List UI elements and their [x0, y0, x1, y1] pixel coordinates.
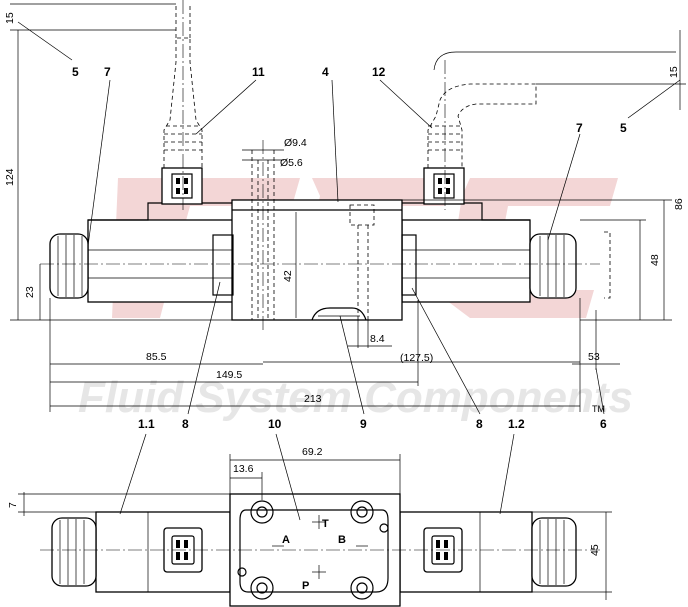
dim-53: 53 [588, 351, 600, 363]
solenoid-left-body [87, 219, 234, 303]
dim-13-6: 13.6 [233, 463, 254, 475]
dim-42: 42 [282, 270, 294, 282]
side-view-callouts: 5 7 11 4 12 5 7 8 9 8 6 [17, 21, 681, 431]
dim-213: 213 [304, 393, 322, 405]
mount-hole-br [350, 576, 374, 600]
port-face [239, 509, 389, 593]
callout-1-1: 1.1 [138, 417, 155, 431]
callout-5-right: 5 [620, 121, 627, 135]
mount-hole-bl [250, 576, 274, 600]
dim-48: 48 [649, 254, 661, 266]
manual-override-1-1[interactable] [51, 517, 97, 587]
manual-override-right[interactable] [529, 233, 577, 299]
top-view-dimensions: 69.2 13.6 7 45 [7, 446, 612, 600]
callout-6: 6 [600, 417, 607, 431]
manual-override-left[interactable] [49, 233, 89, 299]
side-view-dimensions: 124 15 23 Ø9.4 Ø5.6 42 8.4 (127.5) 85.5 … [4, 3, 686, 412]
solenoid-1-2 [399, 511, 533, 593]
callout-5-left: 5 [72, 65, 79, 79]
nut-right [401, 234, 417, 296]
callout-9: 9 [360, 417, 367, 431]
port-P: P [302, 580, 309, 592]
dim-23: 23 [24, 286, 36, 298]
dim-45: 45 [589, 544, 601, 556]
watermark-text: Fluid System Components [78, 373, 633, 422]
bottom-seal [311, 307, 367, 321]
connector-socket-left [161, 167, 203, 205]
callout-10: 10 [268, 417, 282, 431]
side-view [40, 0, 676, 330]
callout-8-right: 8 [476, 417, 483, 431]
dim-69-2: 69.2 [302, 446, 323, 458]
dim-86: 86 [673, 198, 685, 210]
port-B: B [338, 534, 346, 546]
port-A: A [282, 534, 290, 546]
callout-7-right: 7 [576, 121, 583, 135]
callout-7-left: 7 [104, 65, 111, 79]
straight-plug-connector [163, 4, 203, 168]
valve-body [231, 199, 403, 321]
callout-1-2: 1.2 [508, 417, 525, 431]
dim-15-top: 15 [4, 12, 16, 24]
nut-left [212, 234, 234, 296]
callout-12: 12 [372, 65, 386, 79]
dim-149-5: 149.5 [216, 369, 242, 381]
connector-socket-right [423, 167, 465, 205]
port-T: T [322, 518, 329, 530]
mount-hole-tl [250, 500, 274, 524]
mount-hole-tr [350, 500, 374, 524]
watermark-trademark: TM [592, 404, 605, 414]
dim-15-right: 15 [668, 66, 680, 78]
top-view-callouts: 1.1 10 1.2 [119, 417, 525, 521]
dim-8-4: 8.4 [370, 333, 385, 345]
solenoid-right-body [401, 219, 531, 303]
dim-85-5: 85.5 [146, 351, 167, 363]
dim-dia-5-6: Ø5.6 [280, 157, 303, 169]
dim-124: 124 [4, 168, 16, 186]
manual-override-1-2[interactable] [531, 517, 577, 587]
dim-dia-9-4: Ø9.4 [284, 137, 307, 149]
dim-127-5: (127.5) [400, 352, 433, 364]
top-view: T A B P [40, 493, 600, 607]
callout-4: 4 [322, 65, 329, 79]
callout-11: 11 [252, 65, 265, 79]
locating-pin [379, 523, 389, 533]
dim-7: 7 [7, 502, 19, 508]
callout-8-left: 8 [182, 417, 189, 431]
solenoid-1-1 [95, 511, 231, 593]
